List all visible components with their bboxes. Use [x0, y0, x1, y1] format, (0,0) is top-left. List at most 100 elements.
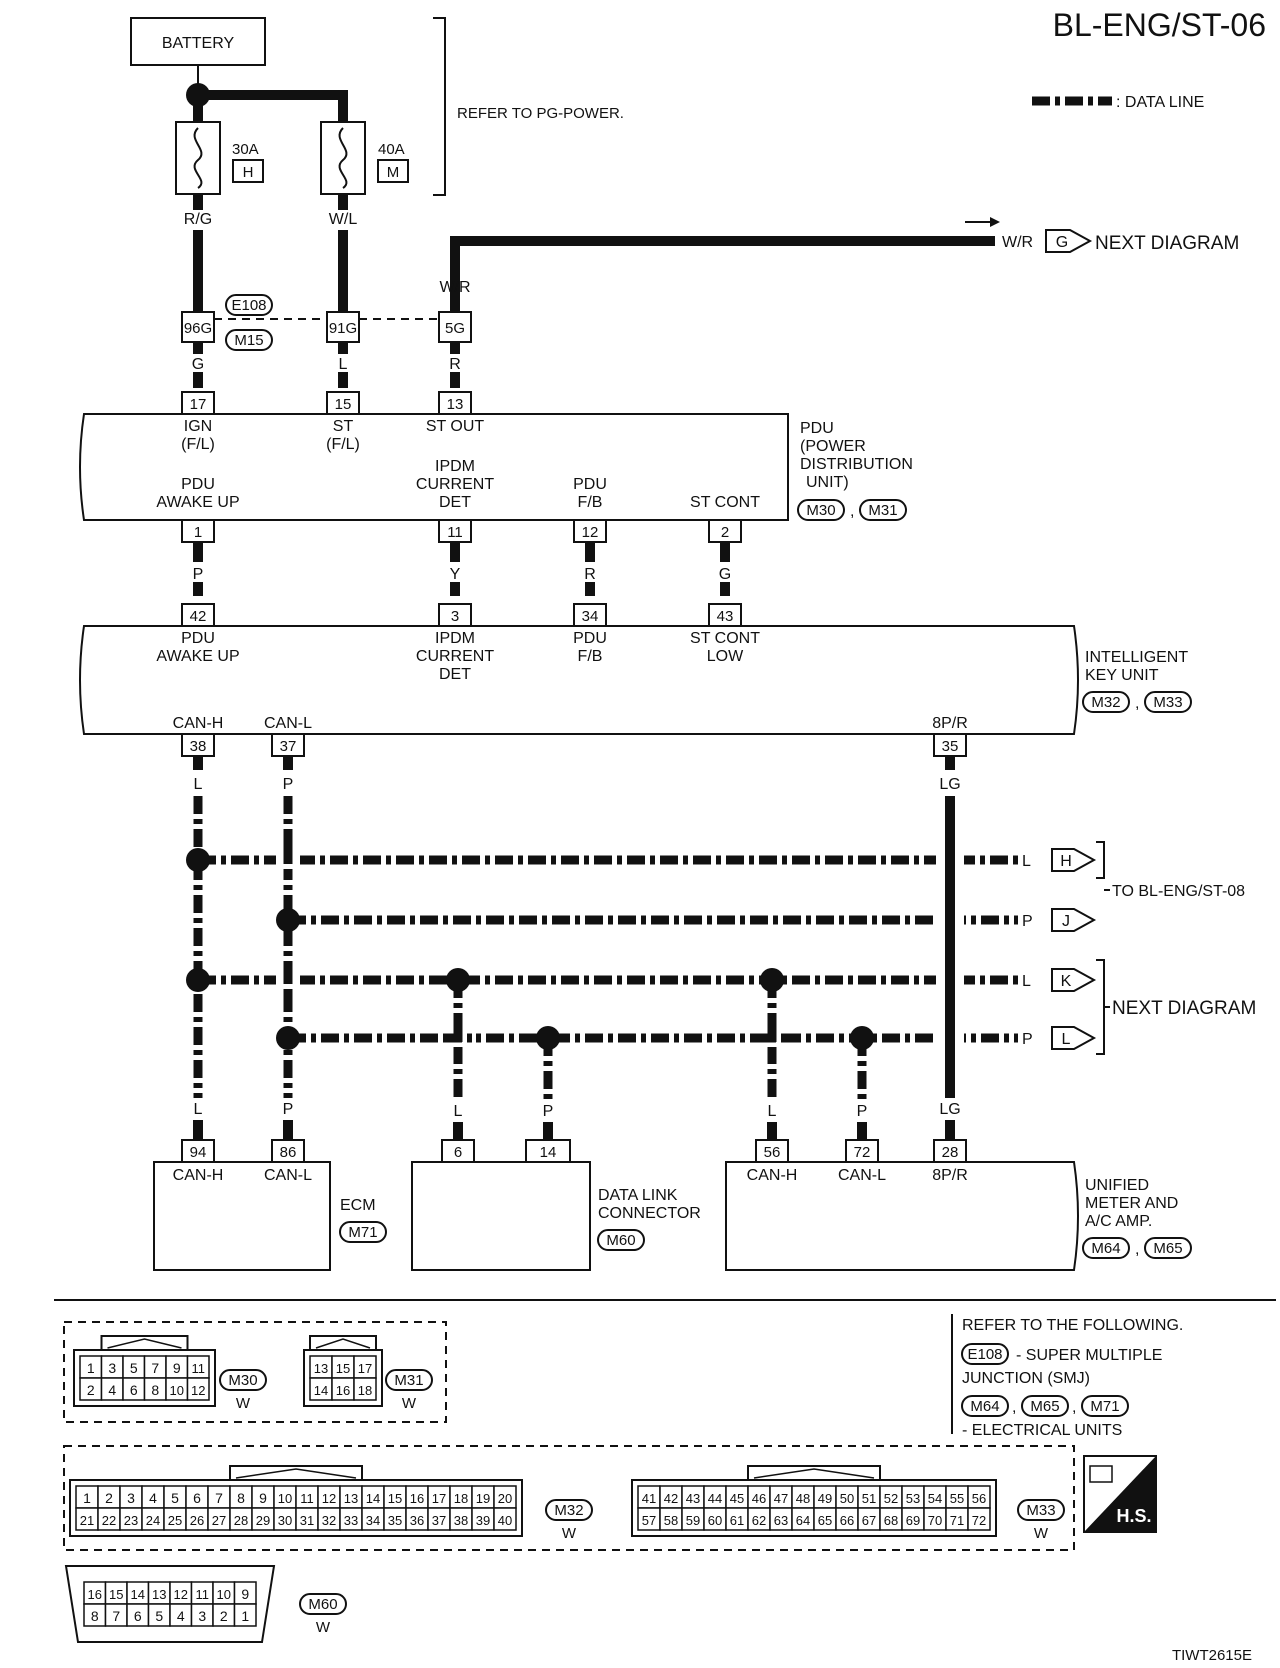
connector-id-label: M32: [554, 1502, 583, 1519]
dlc-pin-14: 14: [540, 1144, 557, 1161]
connector-pin-number: 24: [146, 1513, 160, 1528]
connector-pin-number: 6: [130, 1382, 138, 1398]
connector-pin-number: 32: [322, 1513, 336, 1528]
connector-cavity: [967, 1507, 991, 1531]
connector-pin-number: 1: [241, 1608, 249, 1624]
iku-label-8pr: 8P/R: [932, 715, 968, 732]
smj-pin-91g: 91G: [329, 320, 357, 337]
connector-pin-number: 65: [818, 1513, 832, 1528]
splice-dot: [276, 908, 300, 932]
fuse-30a-body: [175, 121, 221, 195]
next-diagram-g-wire: W/R: [1002, 234, 1033, 251]
pdu-label-ign-fl: (F/L): [181, 436, 215, 453]
meter-pin-72: 72: [854, 1144, 871, 1161]
data-line-legend-label: : DATA LINE: [1116, 94, 1204, 111]
splice-dot: [536, 1026, 560, 1050]
smj-pin-96g: 96G: [184, 320, 212, 337]
can-bus-network: L P LG: [186, 756, 1256, 1106]
connector-pin-number: 59: [686, 1513, 700, 1528]
connector-cavity: [186, 1377, 210, 1401]
connector-pin-number: 46: [752, 1491, 766, 1506]
meter-wire-lg: LG: [939, 1101, 960, 1118]
iku-label-cont-1: ST CONT: [690, 630, 760, 647]
pdu-label-fb-2: F/B: [578, 494, 603, 511]
connector-pin-number: 7: [112, 1608, 120, 1624]
svg-text:,: ,: [1072, 1399, 1076, 1416]
connector-id-label: M31: [394, 1372, 423, 1389]
connector-id-oval: [219, 1369, 267, 1391]
unified-meter-unit: 56 72 28 CAN-H CAN-L 8P/R UNIFIED METER …: [725, 1139, 1192, 1271]
connector-id-label: M60: [308, 1596, 337, 1613]
connector-pin-number: 48: [796, 1491, 810, 1506]
connector-pin-number: 19: [476, 1491, 490, 1506]
connector-h-symbol: [1051, 848, 1097, 872]
pdu-pin-17: 17: [190, 396, 207, 413]
ecm-conn-m71: M71: [348, 1224, 377, 1241]
connector-pin-number: 8: [91, 1608, 99, 1624]
connector-pin-number: 7: [151, 1360, 159, 1376]
connector-pin-number: 63: [774, 1513, 788, 1528]
meter-title-3: A/C AMP.: [1085, 1213, 1152, 1230]
connector-pin-number: 9: [241, 1586, 249, 1602]
dlc-conn-m60: M60: [606, 1232, 635, 1249]
refer-pg-power: REFER TO PG-POWER.: [457, 105, 624, 122]
connector-pin-number: 16: [410, 1491, 424, 1506]
iku-label-can-l: CAN-L: [264, 715, 312, 732]
connector-pin-number: 14: [131, 1587, 145, 1602]
refer-heading: REFER TO THE FOLLOWING.: [962, 1317, 1183, 1334]
dlc-title-2: CONNECTOR: [598, 1205, 701, 1222]
connector-pin-number: 58: [664, 1513, 678, 1528]
ecm-unit: 94 86 CAN-H CAN-L ECM M71: [153, 1139, 387, 1271]
fuse-30a-amp: 30A: [232, 141, 259, 158]
connector-pin-number: 53: [906, 1491, 920, 1506]
bus-out-wire-j: P: [1022, 913, 1033, 930]
data-link-connector-unit: 6 14 DATA LINK CONNECTOR M60: [411, 1139, 701, 1271]
connector-pin-number: 3: [108, 1360, 116, 1376]
iku-pin-3: 3: [451, 608, 459, 625]
ecm-label-can-l: CAN-L: [264, 1167, 312, 1184]
connector-pin-number: 6: [134, 1608, 142, 1624]
smj-conn-e108-oval: [225, 294, 273, 316]
fuse-30a-symbol: [193, 127, 203, 189]
connector-pin-number: 50: [840, 1491, 854, 1506]
connector-lock-tab: [100, 1335, 189, 1351]
fuse-30a-letter-box: [232, 159, 264, 183]
iku-label-ipdm-1: IPDM: [435, 630, 475, 647]
splice-dot: [850, 1026, 874, 1050]
connector-pin-number: 9: [173, 1360, 181, 1376]
pdu-pin-1: 1: [194, 524, 202, 541]
meter-body: [725, 1161, 1079, 1271]
pdu-label-awake-1: PDU: [181, 476, 215, 493]
connector-pin-number: 45: [730, 1491, 744, 1506]
ecm-title: ECM: [340, 1197, 376, 1214]
refer-bracket: [433, 17, 446, 196]
connector-pin-number: 62: [752, 1513, 766, 1528]
connector-pin-number: 9: [259, 1490, 267, 1506]
fuse-40a: 40A M W/L: [320, 121, 409, 228]
wire-color-r-fb: R: [584, 566, 596, 583]
connector-color-label: W: [236, 1395, 251, 1412]
lg-wire-color-top: LG: [939, 776, 960, 793]
meter-label-8pr: 8P/R: [932, 1167, 968, 1184]
connector-pin-number: 17: [358, 1361, 372, 1376]
connector-lock-tab: [747, 1465, 881, 1481]
connector-pin-number: 5: [171, 1490, 179, 1506]
iku-pin-37: 37: [280, 738, 297, 755]
connector-pin-number: 11: [192, 1361, 206, 1376]
pdu-pin-2: 2: [721, 524, 729, 541]
connector-pin-number: 44: [708, 1491, 722, 1506]
connector-pin-number: 43: [686, 1491, 700, 1506]
connector-pin-number: 27: [212, 1513, 226, 1528]
splice-dot: [760, 968, 784, 992]
pdu-label-fb-1: PDU: [573, 476, 607, 493]
ecm-wire-l: L: [194, 1101, 203, 1118]
refer-smj-text-2: JUNCTION (SMJ): [962, 1370, 1090, 1387]
dlc-wire-p: P: [543, 1103, 554, 1120]
ecm-pin-86: 86: [280, 1144, 297, 1161]
connector-pin-number: 64: [796, 1513, 810, 1528]
smj-to-pdu-wires: G L R: [192, 342, 461, 388]
connector-pin-number: 10: [170, 1383, 184, 1398]
connector-pin-number: 26: [190, 1513, 204, 1528]
